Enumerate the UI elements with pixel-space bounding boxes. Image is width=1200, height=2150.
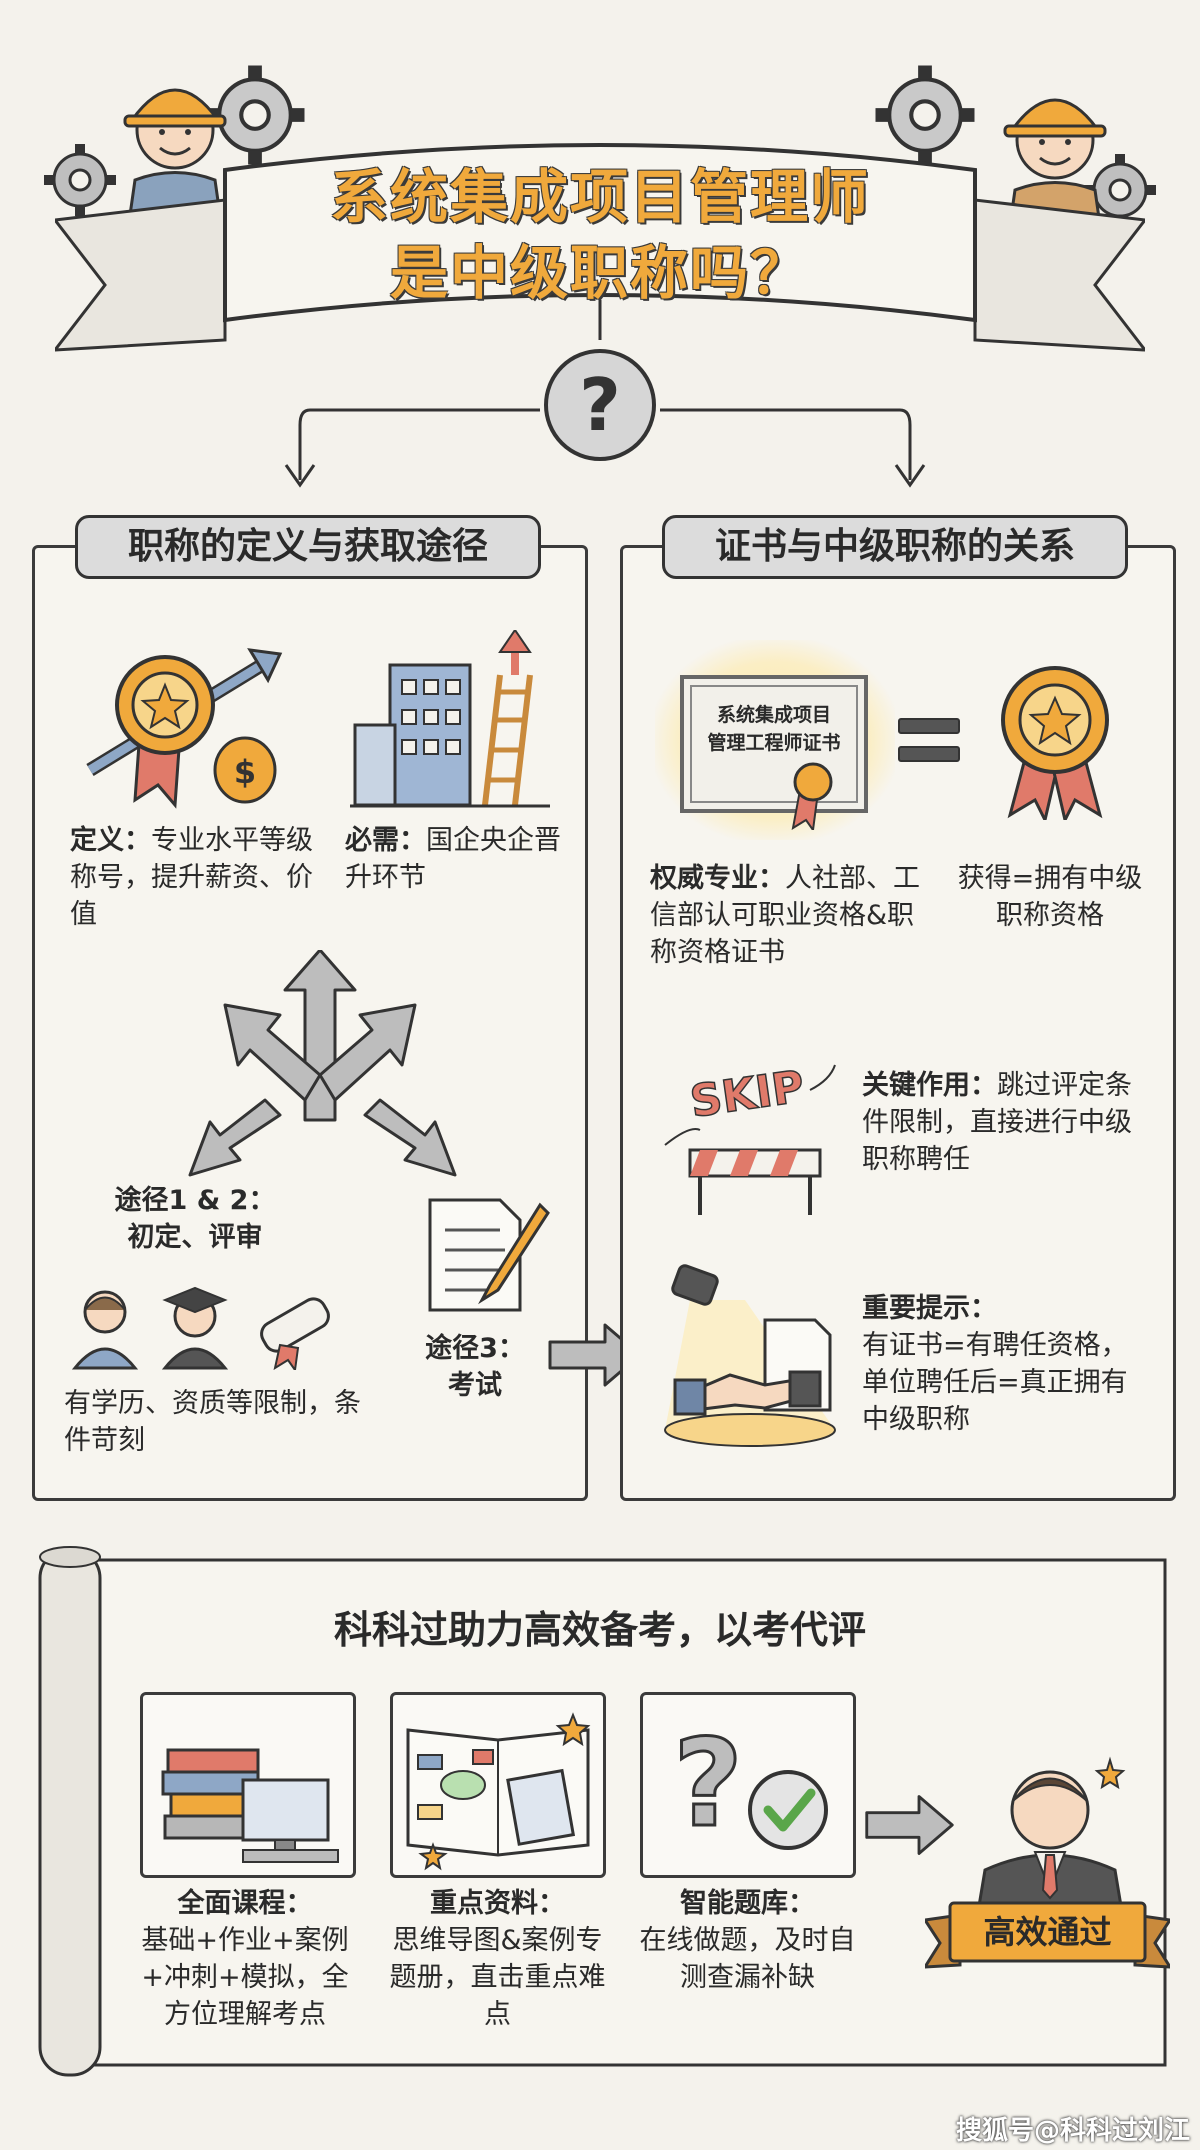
path-3-sub: 考试 (448, 1370, 502, 1401)
connector-arrows (284, 300, 926, 488)
question-bank-card: ? (640, 1692, 856, 1878)
key-role-block: 关键作用：跳过评定条件限制，直接进行中级职称聘任 (862, 1067, 1152, 1178)
required-text: 国企央企晋升环节 (345, 825, 561, 893)
certificate-line-2: 管理工程师证书 (707, 732, 841, 754)
key-role-text: 跳过评定条件限制，直接进行中级职称聘任 (862, 1070, 1132, 1175)
title-line-2: 是中级职称吗？ (389, 239, 810, 307)
skip-hurdle-icon: SKIP (664, 1061, 836, 1215)
right-arrow-icon (865, 1795, 954, 1855)
bank-block: 智能题库： 在线做题，及时自测查漏补缺 (635, 1885, 860, 1996)
mindmap-book-icon (406, 1712, 591, 1871)
building-ladder-icon (350, 630, 550, 808)
equals-sign (898, 718, 960, 762)
path-1-2-title: 途径1 & 2： 初定、评审 (95, 1182, 295, 1256)
certificate-seal-icon (791, 762, 833, 830)
path-1-2-sub: 初定、评审 (127, 1222, 263, 1253)
svg-text:$: $ (234, 753, 256, 791)
certificate-line-1: 系统集成项目 (716, 704, 831, 726)
path-3-title: 途径3： 考试 (400, 1330, 550, 1404)
authority-text: 人社部、工信部认可职业资格&职称资格证书 (650, 863, 920, 968)
document-pen-icon (428, 1198, 550, 1312)
skip-label: SKIP (687, 1061, 807, 1127)
gear-icon (205, 65, 305, 165)
svg-text:?: ? (579, 363, 621, 447)
path-1-2-note: 有学历、资质等限制，条件苛刻 (64, 1388, 361, 1456)
page-title: 系统集成项目管理师 是中级职称吗？ (240, 140, 960, 330)
material-text: 思维导图&案例专题册，直击重点难点 (389, 1925, 606, 2030)
bank-text: 在线做题，及时自测查漏补缺 (639, 1925, 856, 1993)
bottom-heading: 科科过助力高效备考，以考代评 (333, 1608, 866, 1652)
right-panel-heading: 证书与中级职称的关系 (662, 515, 1128, 579)
medal-icon (1001, 666, 1109, 820)
certificate: 系统集成项目 管理工程师证书 (680, 675, 868, 813)
gear-icon (875, 65, 975, 165)
required-block: 必需：国企央企晋升环节 (345, 822, 570, 896)
authority-label: 权威专业： (650, 863, 785, 894)
watermark: 搜狐号@科科过刘江 (955, 2116, 1190, 2146)
branching-arrows-icon (188, 950, 457, 1177)
material-block: 重点资料： 思维导图&案例专题册，直击重点难点 (385, 1885, 610, 2033)
definition-label: 定义： (70, 825, 151, 856)
material-label: 重点资料： (430, 1888, 565, 1919)
left-panel-heading: 职称的定义与获取途径 (75, 515, 541, 579)
tip-label: 重要提示： (862, 1293, 997, 1324)
qualification-icons (71, 1286, 330, 1370)
course-label: 全面课程： (177, 1888, 313, 1919)
key-role-label: 关键作用： (862, 1070, 997, 1101)
medal-growth-icon: $ (86, 648, 283, 809)
question-check-icon: ? (672, 1714, 828, 1856)
path-1-2-label: 途径1 & 2： (114, 1185, 276, 1216)
course-card (140, 1692, 356, 1878)
course-text: 基础+作业+案例+冲刺+模拟，全方位理解考点 (141, 1925, 349, 2030)
tip-block: 重要提示： 有证书=有聘任资格，单位聘任后=真正拥有中级职称 (862, 1290, 1152, 1438)
definition-block: 定义：专业水平等级称号，提升薪资、价值 (70, 822, 320, 933)
material-card (390, 1692, 606, 1878)
title-banner (55, 143, 1145, 352)
obtain-text: 获得=拥有中级职称资格 (957, 863, 1143, 931)
pass-badge: 高效通过 (983, 1913, 1112, 1951)
tip-text: 有证书=有聘任资格，单位聘任后=真正拥有中级职称 (862, 1330, 1128, 1435)
spotlight-handshake-icon (664, 1264, 836, 1447)
scroll-background (38, 1546, 1167, 2077)
title-line-1: 系统集成项目管理师 (329, 163, 870, 231)
authority-block: 权威专业：人社部、工信部认可职业资格&职称资格证书 (650, 860, 935, 971)
bank-label: 智能题库： (680, 1888, 815, 1919)
books-computer-icon (161, 1748, 339, 1863)
gear-icon (44, 144, 116, 216)
course-block: 全面课程： 基础+作业+案例+冲刺+模拟，全方位理解考点 (130, 1885, 360, 2033)
pass-ribbon (925, 1901, 1170, 1969)
question-mark-icon: ? (544, 349, 656, 461)
definition-text: 专业水平等级称号，提升薪资、价值 (70, 825, 313, 930)
svg-text:?: ? (673, 1715, 743, 1854)
required-label: 必需： (345, 825, 426, 856)
path-3-label: 途径3： (425, 1333, 525, 1364)
